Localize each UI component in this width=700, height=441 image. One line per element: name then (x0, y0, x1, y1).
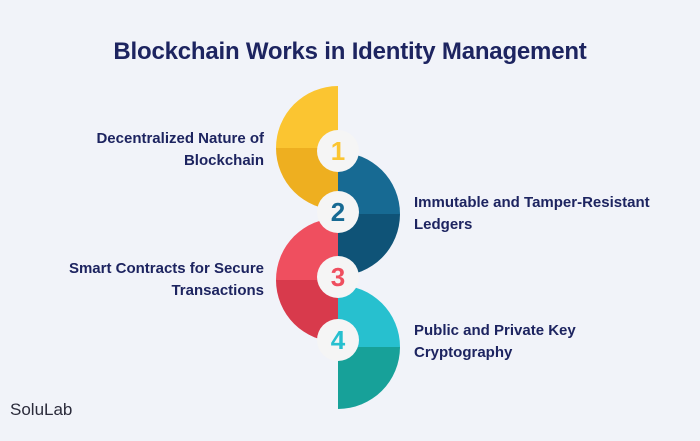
step-4-label-line2: Cryptography (414, 344, 513, 361)
step-3-label: Smart Contracts for Secure Transactions (69, 258, 264, 302)
badge-4: 4 (317, 319, 359, 361)
brand-logo: SoluLab (10, 400, 73, 419)
badge-1: 1 (317, 130, 359, 172)
step-3-label-line1: Smart Contracts for Secure (68, 260, 264, 277)
step-1-label-line2: Blockchain (183, 152, 264, 169)
step-1-label: Decentralized Nature of Blockchain (96, 128, 264, 172)
step-1-label-line1: Decentralized Nature of (96, 130, 264, 147)
svg-text:4: 4 (331, 325, 346, 355)
svg-text:2: 2 (331, 197, 345, 227)
svg-text:3: 3 (331, 262, 345, 292)
step-3-label-line2: Transactions (171, 282, 264, 299)
step-2-label-line1: Immutable and Tamper-Resistant (414, 194, 650, 211)
svg-text:1: 1 (331, 136, 345, 166)
badge-2: 2 (317, 191, 359, 233)
step-2-label: Immutable and Tamper-Resistant Ledgers (414, 192, 650, 236)
step-4-label: Public and Private Key Cryptography (414, 320, 576, 364)
step-2-label-line2: Ledgers (414, 216, 473, 233)
step-4-label-line1: Public and Private Key (414, 322, 576, 339)
badge-3: 3 (317, 256, 359, 298)
page-title: Blockchain Works in Identity Management (113, 38, 587, 65)
